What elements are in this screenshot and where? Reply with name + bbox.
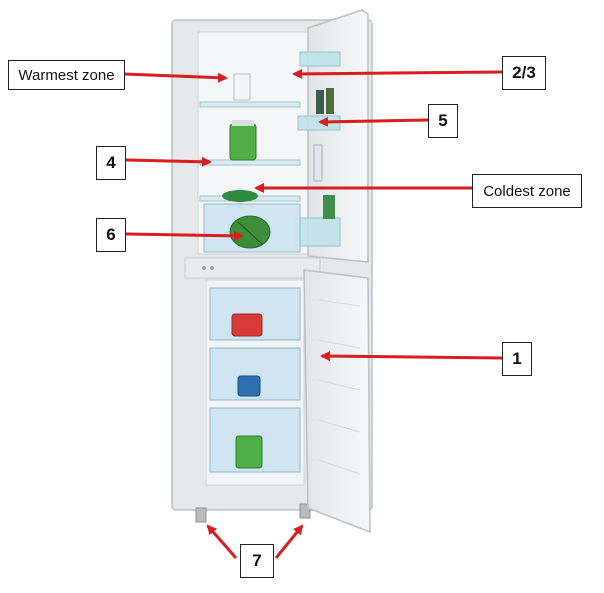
arrow-7-left <box>206 524 238 559</box>
label-warmest-zone: Warmest zone <box>8 60 125 90</box>
label-4: 4 <box>96 146 126 180</box>
label-7-text: 7 <box>252 551 262 570</box>
arrow-4 <box>125 156 212 167</box>
label-5: 5 <box>428 104 458 138</box>
label-6-text: 6 <box>106 225 116 244</box>
label-coldest-zone-text: Coldest zone <box>483 182 571 200</box>
crisper-drawer <box>203 203 301 253</box>
label-warmest-zone-text: Warmest zone <box>18 66 115 84</box>
arrow-6 <box>125 230 244 241</box>
label-6: 6 <box>96 218 126 252</box>
label-5-text: 5 <box>438 111 448 130</box>
lower-door <box>303 269 371 534</box>
label-7: 7 <box>240 544 274 578</box>
label-1-text: 1 <box>512 349 522 368</box>
upper-items <box>222 73 258 202</box>
label-coldest-zone: Coldest zone <box>472 174 582 208</box>
callout-arrows <box>123 68 503 559</box>
label-2-3-text: 2/3 <box>512 63 536 82</box>
arrow-7-right <box>274 524 304 559</box>
freezer-drawers <box>209 287 301 473</box>
arrow-warmest-zone <box>123 72 228 83</box>
arrow-5 <box>318 116 429 127</box>
label-1: 1 <box>502 342 532 376</box>
label-2-3: 2/3 <box>502 56 546 90</box>
fridge-feet <box>195 503 311 523</box>
label-4-text: 4 <box>106 153 116 172</box>
arrow-2-3 <box>292 68 503 79</box>
arrow-1 <box>320 351 503 362</box>
